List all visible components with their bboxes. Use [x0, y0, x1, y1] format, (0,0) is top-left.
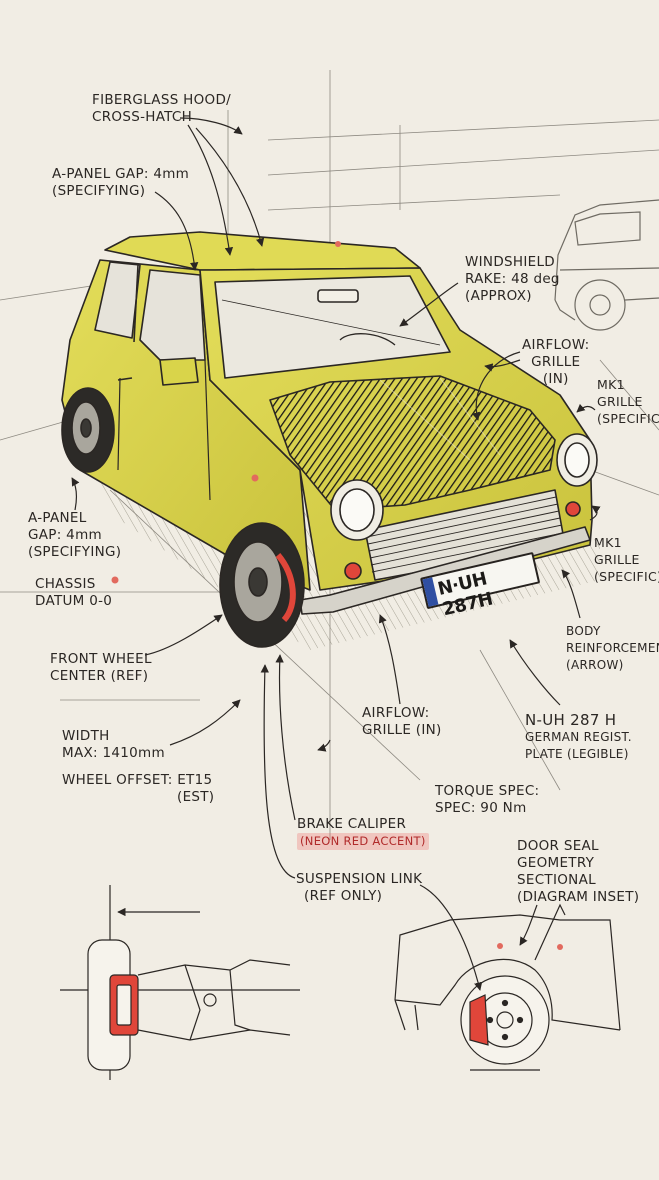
label-line: MK1	[594, 535, 622, 550]
label-line: SECTIONAL	[517, 872, 596, 888]
label-line: GRILLE	[597, 394, 643, 409]
label-line: BRAKE CALIPER	[297, 816, 407, 832]
label-wheel-offset: WHEEL OFFSET: ET15 (EST)	[62, 772, 214, 806]
label-suspension-link: SUSPENSION LINK (REF ONLY)	[296, 871, 422, 905]
label-a-panel-gap-top: A-PANEL GAP: 4mm (SPECIFYING)	[52, 166, 189, 200]
label-line: (SPECIFYING)	[28, 544, 122, 560]
label-line: DATUM 0-0	[35, 593, 113, 609]
label-line: N-UH 287 H	[525, 711, 617, 729]
wheel-arch-inset	[394, 903, 621, 1071]
label-line: WHEEL OFFSET: ET15	[62, 772, 213, 788]
label-line: (EST)	[177, 789, 215, 805]
label-line: GRILLE (IN)	[362, 722, 442, 738]
label-line: REINFORCEMENT	[566, 641, 659, 655]
label-line: (SPECIFIC)	[594, 569, 659, 584]
label-line: (NEON RED ACCENT)	[297, 833, 429, 850]
label-line: CROSS-HATCH	[92, 109, 193, 125]
label-line: GERMAN REGIST.	[525, 730, 632, 744]
label-line: FRONT WHEEL	[50, 651, 152, 667]
label-line: (ARROW)	[566, 658, 624, 672]
label-line: AIRFLOW:	[362, 705, 430, 721]
label-line: WIDTH	[62, 728, 110, 744]
main-car	[61, 231, 598, 648]
label-line: CENTER (REF)	[50, 668, 149, 684]
label-windshield-rake: WINDSHIELD RAKE: 48 deg (APPROX)	[465, 254, 560, 305]
label-line: WINDSHIELD	[465, 254, 555, 270]
label-line: SPEC: 90 Nm	[435, 800, 527, 816]
label-line: SUSPENSION LINK	[296, 871, 423, 887]
label-torque-spec: TORQUE SPEC: SPEC: 90 Nm	[435, 783, 539, 817]
label-plate-callout: N-UH 287 H GERMAN REGIST. PLATE (LEGIBLE…	[525, 712, 632, 763]
label-fiberglass-hood: FIBERGLASS HOOD/ CROSS-HATCH	[92, 92, 231, 126]
leader-arrows	[71, 117, 601, 991]
label-line: PLATE (LEGIBLE)	[525, 747, 629, 761]
label-line: DOOR SEAL	[517, 838, 599, 854]
label-line: GRILLE	[531, 354, 581, 370]
label-line: (SPECIFIC)	[597, 411, 659, 426]
label-airflow-grille-top: AIRFLOW: GRILLE (IN)	[522, 337, 590, 388]
label-line: (REF ONLY)	[304, 888, 383, 904]
background-car-sketch	[554, 199, 659, 331]
suspension-inset	[60, 885, 300, 1080]
label-line: (APPROX)	[465, 288, 532, 304]
label-body-reinforcement: BODY REINFORCEMENT (ARROW)	[566, 623, 659, 674]
label-door-seal: DOOR SEAL GEOMETRY SECTIONAL (DIAGRAM IN…	[517, 838, 639, 906]
label-line: A-PANEL GAP: 4mm	[52, 166, 190, 182]
label-line: GRILLE	[594, 552, 640, 567]
label-line: AIRFLOW:	[522, 337, 590, 353]
label-line: (IN)	[542, 371, 569, 387]
label-line: CHASSIS	[35, 576, 96, 592]
label-airflow-grille-bottom: AIRFLOW: GRILLE (IN)	[362, 705, 442, 739]
label-a-panel-gap-left: A-PANEL GAP: 4mm (SPECIFYING)	[28, 510, 121, 561]
label-mk1-grille-top: MK1 GRILLE (SPECIFIC)	[597, 376, 659, 427]
label-brake-caliper: BRAKE CALIPER (NEON RED ACCENT)	[297, 816, 429, 850]
label-line: GAP: 4mm	[28, 527, 102, 543]
label-line: A-PANEL	[28, 510, 87, 526]
label-line: MAX: 1410mm	[62, 745, 165, 761]
label-mk1-grille-right: MK1 GRILLE (SPECIFIC)	[594, 534, 659, 585]
label-front-wheel-center: FRONT WHEEL CENTER (REF)	[50, 651, 152, 685]
label-line: MK1	[597, 377, 625, 392]
label-line: BODY	[566, 624, 601, 638]
label-line: GEOMETRY	[517, 855, 595, 871]
label-line: (SPECIFYING)	[52, 183, 146, 199]
label-line: RAKE: 48 deg	[465, 271, 560, 287]
label-chassis-datum: CHASSIS DATUM 0-0	[35, 576, 112, 610]
neon-red-accent-tag: (NEON RED ACCENT)	[297, 833, 429, 850]
label-line: TORQUE SPEC:	[435, 783, 540, 799]
label-width-max: WIDTH MAX: 1410mm	[62, 728, 165, 762]
red-accent-dots	[111, 241, 563, 950]
label-line: (DIAGRAM INSET)	[517, 889, 640, 905]
label-line: FIBERGLASS HOOD/	[92, 92, 232, 108]
